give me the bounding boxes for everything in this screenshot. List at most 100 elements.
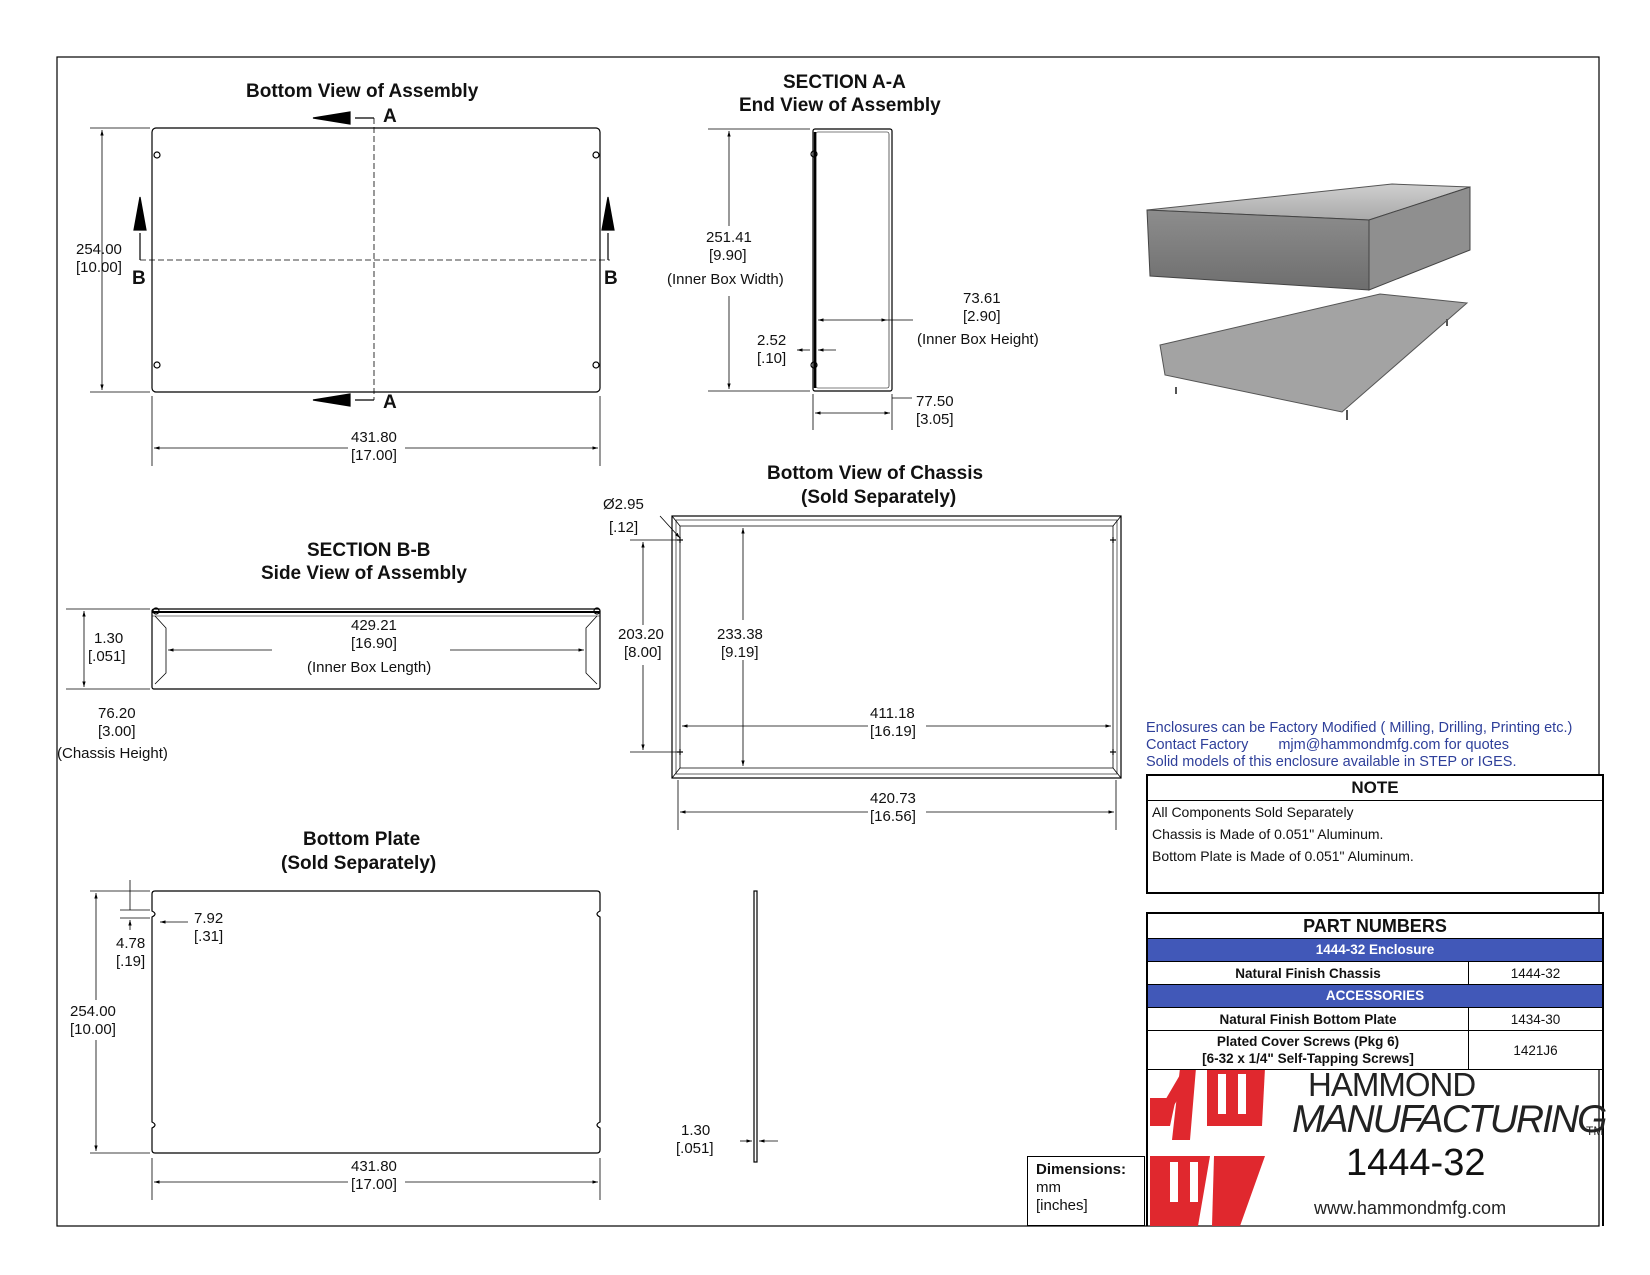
hammond-logo-mark-cut — [1170, 1074, 1246, 1202]
dim-chassis-height-mm: 76.20 — [98, 705, 136, 722]
dim-plate-width-mm: 431.80 — [351, 1158, 397, 1175]
dim-inner-height-mm: 73.61 — [963, 290, 1001, 307]
chassis-view-title: Bottom View of Chassis — [767, 463, 984, 484]
dim-hole-diameter: Ø2.95 — [603, 496, 644, 513]
dim-wall-in: [.10] — [757, 350, 787, 367]
part-numbers-table: PART NUMBERS 1444-32 Enclosure Natural F… — [1146, 912, 1604, 1070]
dim-hole-width-mm: 411.18 — [870, 705, 915, 722]
dimensions-legend: Dimensions: mm [inches] — [1027, 1156, 1145, 1226]
dim-depth-mm: 77.50 — [916, 393, 954, 410]
part-description: Natural Finish Bottom Plate — [1148, 1008, 1469, 1030]
chassis-view-subtitle: (Sold Separately) — [801, 487, 957, 508]
dim-plate-thickness-in: [.051] — [676, 1140, 714, 1157]
table-row: Plated Cover Screws (Pkg 6) [6-32 x 1/4"… — [1148, 1031, 1602, 1070]
part-description: Natural Finish Chassis — [1148, 962, 1469, 984]
note-line: All Components Sold Separately — [1152, 804, 1354, 820]
brand-block — [1146, 1066, 1604, 1226]
dimensions-unit-inches: [inches] — [1036, 1197, 1088, 1214]
bottom-view-assembly — [90, 111, 615, 466]
section-marker-a-bottom: A — [383, 392, 397, 413]
dim-chassis-inner-mm: 233.38 — [717, 626, 763, 643]
note-line: Chassis is Made of 0.051" Aluminum. — [1152, 826, 1384, 842]
dim-chassis-outer-mm: 420.73 — [870, 790, 916, 807]
trademark-mark: TM — [1586, 1124, 1604, 1138]
brand-name-line1: HAMMOND — [1308, 1066, 1476, 1103]
bottom-assembly-title: Bottom View of Assembly — [246, 81, 479, 102]
chassis-bottom-view — [630, 515, 1122, 830]
section-marker-a-top: A — [383, 106, 397, 127]
section-bb-subtitle: Side View of Assembly — [261, 563, 467, 584]
dim-inner-length-mm: 429.21 — [351, 617, 397, 634]
dim-inner-height-label: (Inner Box Height) — [917, 331, 1039, 348]
section-marker-b-left: B — [132, 268, 146, 289]
part-number: 1421J6 — [1513, 1042, 1558, 1058]
dim-plate-width-in: [17.00] — [351, 1176, 397, 1193]
dim-plate-thickness-mm: 1.30 — [681, 1122, 711, 1139]
brand-part-number: 1444-32 — [1346, 1142, 1486, 1184]
dim-hole-span-in: [8.00] — [624, 644, 662, 661]
brand-name-line2: MANUFACTURING — [1292, 1098, 1607, 1141]
section-bb-title: SECTION B-B — [307, 540, 431, 561]
note-line: Bottom Plate is Made of 0.051" Aluminum. — [1152, 848, 1414, 864]
dim-hole-width-in: [16.19] — [870, 723, 916, 740]
dim-assembly-height-in: [10.00] — [76, 259, 122, 276]
contact-label: Contact Factory — [1146, 737, 1249, 753]
table-row: Natural Finish Chassis 1444-32 — [1148, 962, 1602, 985]
dimensions-unit-mm: mm — [1036, 1179, 1061, 1196]
contact-email[interactable]: mjm@hammondmfg.com for quotes — [1278, 737, 1510, 753]
dim-inner-width-label: (Inner Box Width) — [667, 271, 784, 288]
part-numbers-title: PART NUMBERS — [1148, 914, 1602, 939]
dim-hole-span-mm: 203.20 — [618, 626, 664, 643]
bottom-plate-subtitle: (Sold Separately) — [281, 853, 437, 874]
section-aa-title: SECTION A-A — [783, 72, 906, 93]
drawing-frame — [56, 56, 1600, 1227]
part-number: 1444-32 — [1510, 965, 1561, 981]
dimensions-title: Dimensions: — [1036, 1161, 1127, 1178]
dim-wall-thickness-mm: 1.30 — [94, 630, 124, 647]
section-aa-view — [708, 128, 913, 430]
dim-slot-depth-mm: 7.92 — [194, 910, 224, 927]
bottom-plate-title: Bottom Plate — [303, 829, 421, 850]
accessories-band: ACCESSORIES — [1148, 985, 1602, 1008]
dim-slot-width-mm: 4.78 — [116, 935, 146, 952]
section-bb-view — [66, 607, 601, 690]
dim-inner-height-in: [2.90] — [963, 308, 1001, 325]
enclosure-band: 1444-32 Enclosure — [1148, 939, 1602, 962]
part-description-line1: Plated Cover Screws (Pkg 6) — [1216, 1034, 1400, 1049]
dim-chassis-height-in: [3.00] — [98, 723, 136, 740]
dim-hole-diameter-in: [.12] — [609, 519, 639, 536]
dim-assembly-height-mm: 254.00 — [76, 241, 122, 258]
dim-inner-length-in: [16.90] — [351, 635, 397, 652]
info-line-modified: Enclosures can be Factory Modified ( Mil… — [1146, 720, 1573, 736]
dim-inner-width-in: [9.90] — [709, 247, 747, 264]
bottom-plate-view — [90, 880, 778, 1200]
table-row: Natural Finish Bottom Plate 1434-30 — [1148, 1008, 1602, 1031]
dim-plate-height-mm: 254.00 — [70, 1003, 116, 1020]
dim-inner-length-label: (Inner Box Length) — [307, 659, 432, 676]
dim-depth-in: [3.05] — [916, 411, 954, 428]
dim-chassis-height-label: (Chassis Height) — [57, 745, 168, 762]
part-description-line2: [6-32 x 1/4" Self-Tapping Screws] — [1202, 1051, 1414, 1066]
dim-slot-width-in: [.19] — [116, 953, 146, 970]
note-box: NOTE All Components Sold Separately Chas… — [1146, 774, 1604, 894]
dim-chassis-inner-in: [9.19] — [721, 644, 759, 661]
dim-slot-depth-in: [.31] — [194, 928, 224, 945]
dim-wall-thickness-in: [.051] — [88, 648, 126, 665]
factory-info: Enclosures can be Factory Modified ( Mil… — [1146, 720, 1572, 771]
section-marker-b-right: B — [604, 268, 618, 289]
part-description: Plated Cover Screws (Pkg 6) [6-32 x 1/4"… — [1148, 1031, 1469, 1069]
dim-chassis-outer-in: [16.56] — [870, 808, 916, 825]
dim-inner-width-mm: 251.41 — [706, 229, 752, 246]
dim-assembly-width-mm: 431.80 — [351, 429, 397, 446]
section-aa-subtitle: End View of Assembly — [739, 95, 941, 116]
note-title: NOTE — [1148, 776, 1602, 801]
brand-website[interactable]: www.hammondmfg.com — [1314, 1198, 1507, 1218]
dim-wall-mm: 2.52 — [757, 332, 787, 349]
info-line-contact: Contact Factory mjm@hammondmfg.com for qu… — [1146, 737, 1572, 754]
dim-assembly-width-in: [17.00] — [351, 447, 397, 464]
dim-plate-height-in: [10.00] — [70, 1021, 116, 1038]
part-number: 1434-30 — [1510, 1011, 1561, 1027]
info-line-models: Solid models of this enclosure available… — [1146, 754, 1517, 770]
isometric-enclosure-illustration — [1146, 183, 1471, 420]
